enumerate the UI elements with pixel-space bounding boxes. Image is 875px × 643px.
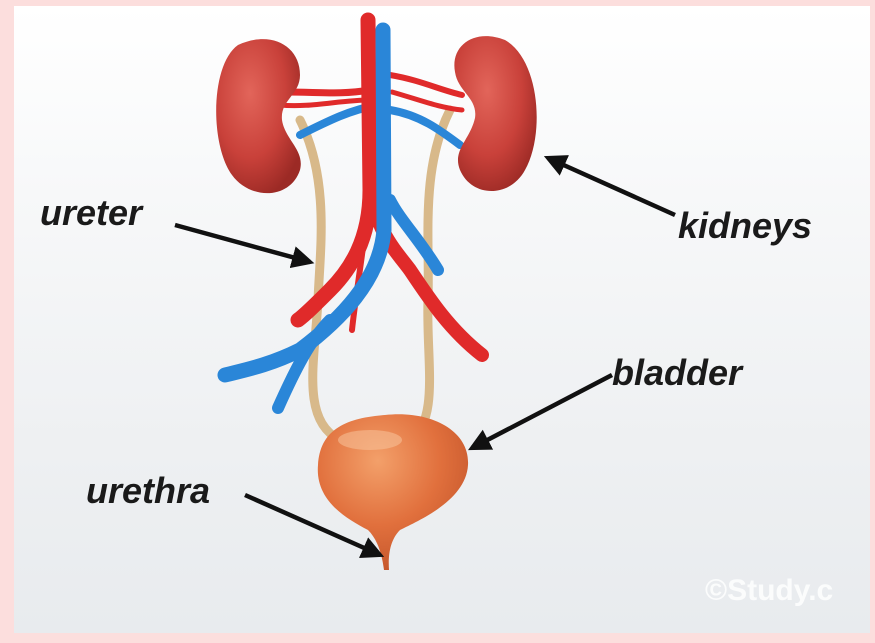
left-kidney xyxy=(216,39,301,193)
diagram-frame: ureter kidneys bladder urethra ©Study.c xyxy=(14,6,870,633)
ureter-arrow xyxy=(175,225,310,262)
label-bladder: bladder xyxy=(612,352,744,393)
label-ureter: ureter xyxy=(40,192,144,233)
kidneys-arrow xyxy=(548,158,675,215)
bladder-arrow xyxy=(472,375,612,448)
study-watermark: ©Study.c xyxy=(705,574,833,607)
label-kidneys: kidneys xyxy=(678,205,812,246)
bladder-highlight xyxy=(338,430,402,450)
label-urethra: urethra xyxy=(86,470,210,511)
right-kidney xyxy=(454,36,536,191)
urinary-system-diagram: ureter kidneys bladder urethra ©Study.c xyxy=(14,6,870,633)
